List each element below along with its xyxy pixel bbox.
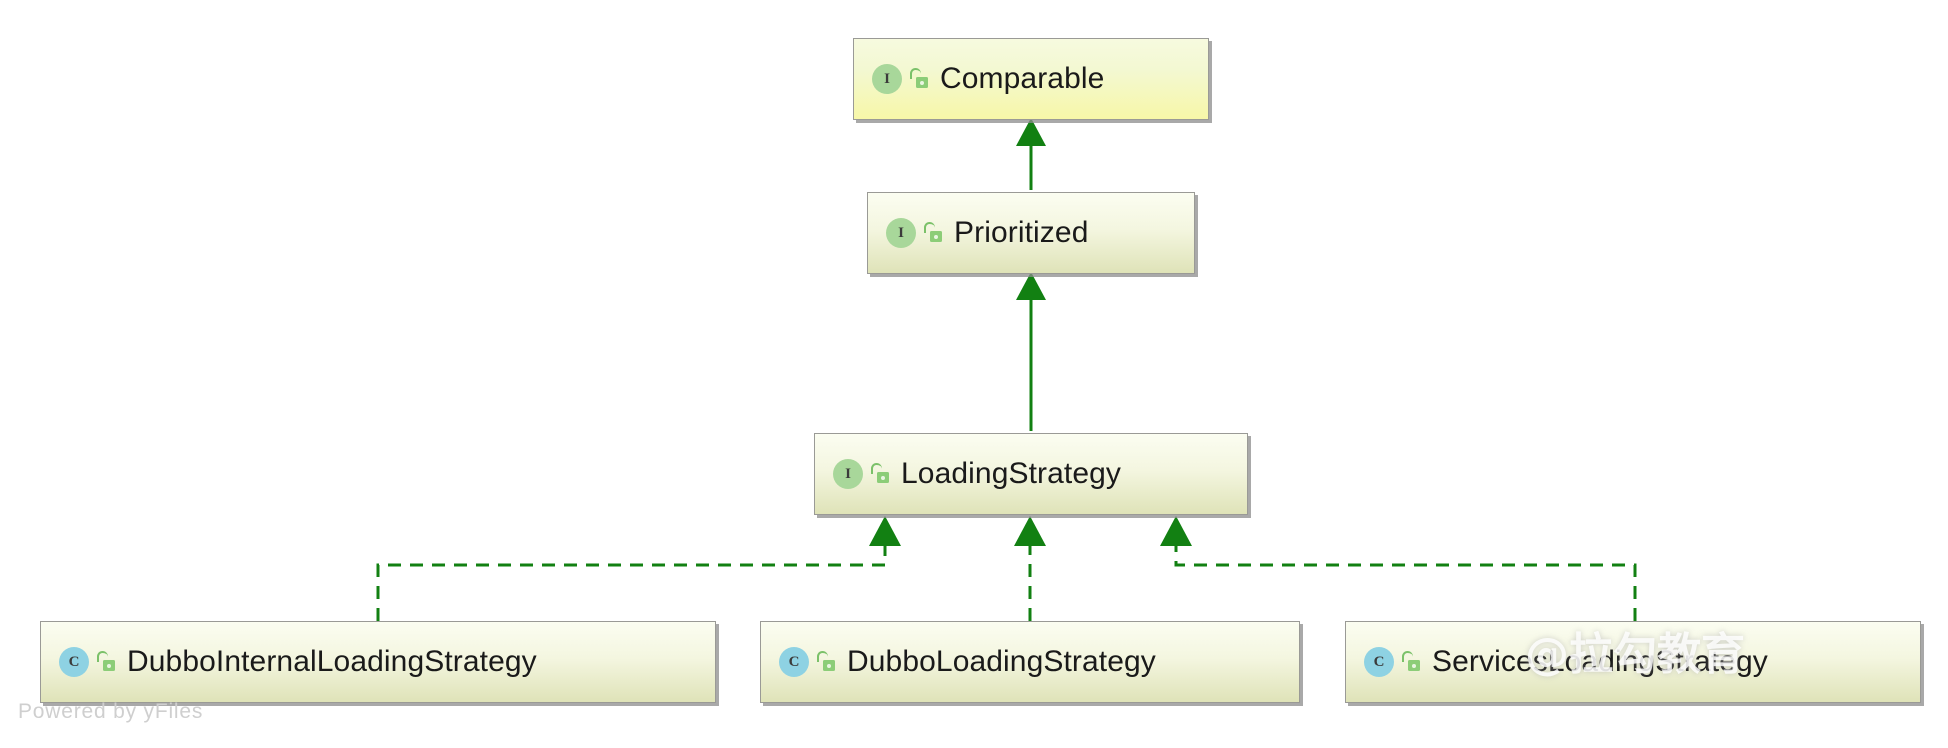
class-stereotype-icon: C: [779, 647, 809, 677]
uml-node-comparable[interactable]: I Comparable: [853, 38, 1209, 120]
uml-node-label: Prioritized: [954, 216, 1089, 249]
class-stereotype-icon: C: [59, 647, 89, 677]
open-padlock-icon: [924, 222, 942, 244]
interface-stereotype-icon: I: [886, 218, 916, 248]
uml-node-label: ServicesLoadingStrategy: [1432, 645, 1768, 678]
class-stereotype-icon: C: [1364, 647, 1394, 677]
open-padlock-icon: [910, 68, 928, 90]
uml-node-servicesloadingstrategy[interactable]: C ServicesLoadingStrategy: [1345, 621, 1921, 703]
open-padlock-icon: [97, 651, 115, 673]
interface-stereotype-icon: I: [872, 64, 902, 94]
uml-node-label: LoadingStrategy: [901, 457, 1121, 490]
yfiles-credit-label: Powered by yFiles: [18, 700, 204, 723]
open-padlock-icon: [817, 651, 835, 673]
uml-node-dubboloadingstrategy[interactable]: C DubboLoadingStrategy: [760, 621, 1300, 703]
interface-stereotype-icon: I: [833, 459, 863, 489]
uml-node-label: Comparable: [940, 62, 1105, 95]
edge-prioritized-to-comparable: [1016, 118, 1046, 190]
uml-node-dubbointernalloadingstrategy[interactable]: C DubboInternalLoadingStrategy: [40, 621, 716, 703]
uml-node-loadingstrategy[interactable]: I LoadingStrategy: [814, 433, 1248, 515]
edge-loadingstrategy-to-prioritized: [1016, 272, 1046, 431]
edge-dubbointernal-to-loadingstrategy: [376, 516, 901, 621]
open-padlock-icon: [871, 463, 889, 485]
uml-node-label: DubboInternalLoadingStrategy: [127, 645, 537, 678]
edge-dubboloading-to-loadingstrategy: [1014, 516, 1046, 621]
uml-node-prioritized[interactable]: I Prioritized: [867, 192, 1195, 274]
uml-node-label: DubboLoadingStrategy: [847, 645, 1156, 678]
open-padlock-icon: [1402, 651, 1420, 673]
edge-servicesloading-to-loadingstrategy: [1160, 516, 1637, 621]
